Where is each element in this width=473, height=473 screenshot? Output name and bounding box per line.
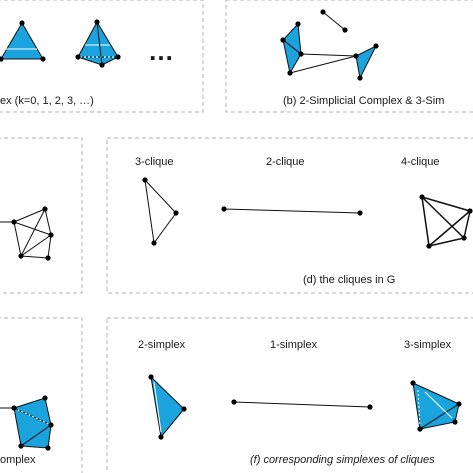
panel-f: 2-simplex 1-simplex 3-simplex (f) corres…	[106, 317, 473, 473]
panel-e: omplex	[0, 317, 83, 473]
simplex-3	[410, 380, 462, 432]
caption-e: omplex	[0, 454, 36, 466]
panel-f-border	[106, 317, 473, 473]
caption-a: ex (k=0, 1, 2, 3, …)	[0, 95, 94, 107]
caption-b: (b) 2-Simplicial Complex & 3-Sim	[283, 95, 444, 107]
panel-d-border	[106, 137, 473, 294]
clique-label-4: 4-clique	[401, 156, 440, 168]
caption-f: (f) corresponding simplexes of cliques	[250, 454, 435, 466]
caption-d: (d) the cliques in G	[303, 274, 395, 286]
panel-b-border	[225, 0, 473, 113]
graph-g	[0, 206, 54, 261]
simplex-3-example	[75, 19, 121, 68]
panel-a-border	[0, 0, 204, 113]
clique-label-2: 2-clique	[266, 156, 305, 168]
panel-a: … ex (k=0, 1, 2, 3, …)	[0, 0, 204, 113]
simplicial-complex-of-g	[0, 395, 54, 451]
ellipsis: …	[148, 36, 174, 66]
clique-2	[221, 206, 363, 216]
clique-label-3: 3-clique	[135, 156, 174, 168]
panel-c	[0, 137, 83, 294]
simplex-label-2: 2-simplex	[138, 339, 186, 351]
simplex-2	[148, 374, 187, 440]
simplex-1	[231, 399, 373, 410]
simplex-label-3: 3-simplex	[404, 339, 452, 351]
simplex-label-1: 1-simplex	[270, 339, 318, 351]
panel-d: 3-clique 2-clique 4-clique (d) the cli	[106, 137, 473, 294]
clique-4	[419, 194, 473, 249]
simplex-2-example	[0, 20, 46, 62]
panel-c-border	[0, 137, 83, 294]
panel-e-border	[0, 317, 83, 473]
clique-3	[142, 177, 179, 246]
panel-b: (b) 2-Simplicial Complex & 3-Sim	[225, 0, 473, 113]
simplicial-complex-graph	[280, 9, 379, 81]
